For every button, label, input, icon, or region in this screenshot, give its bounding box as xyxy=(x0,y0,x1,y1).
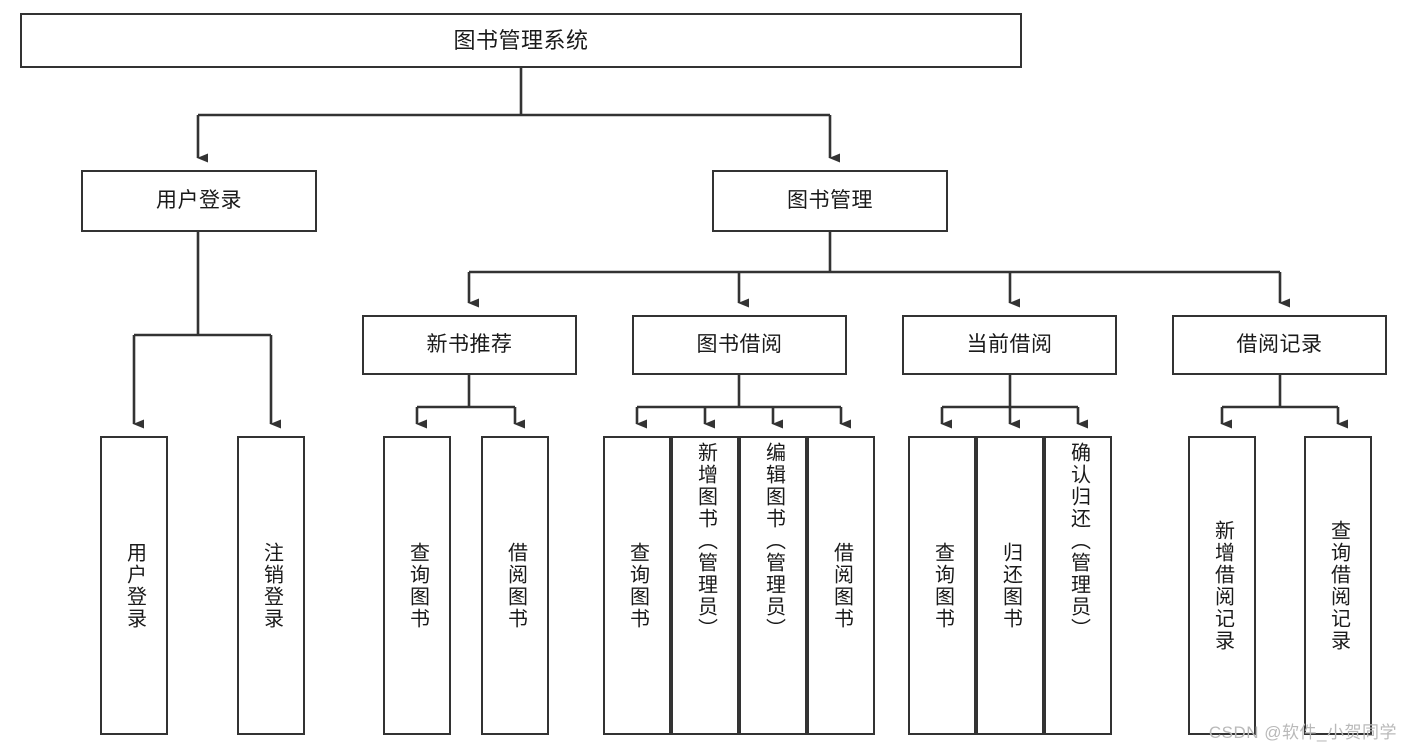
node-leaf-book-borrow-edit[interactable]: 编辑图书（管理员） xyxy=(739,436,807,735)
node-label: 查询图书 xyxy=(406,541,429,630)
node-leaf-book-borrow-add[interactable]: 新增图书（管理员） xyxy=(671,436,739,735)
node-label: 当前借阅 xyxy=(966,332,1053,356)
node-leaf-new-book-borrow[interactable]: 借阅图书 xyxy=(481,436,549,735)
node-leaf-user-login-login[interactable]: 用户登录 xyxy=(100,436,168,735)
node-new-book-recommend[interactable]: 新书推荐 xyxy=(362,315,577,375)
node-label: 借阅图书 xyxy=(504,541,527,630)
node-label: 编辑图书（管理员） xyxy=(762,442,785,640)
node-leaf-new-book-query[interactable]: 查询图书 xyxy=(383,436,451,735)
node-label: 新增图书（管理员） xyxy=(694,442,717,640)
node-leaf-current-borrow-confirm-return[interactable]: 确认归还（管理员） xyxy=(1044,436,1112,735)
node-current-borrow[interactable]: 当前借阅 xyxy=(902,315,1117,375)
node-book-management[interactable]: 图书管理 xyxy=(712,170,948,232)
node-leaf-current-borrow-query[interactable]: 查询图书 xyxy=(908,436,976,735)
node-book-borrow[interactable]: 图书借阅 xyxy=(632,315,847,375)
node-root-book-management-system[interactable]: 图书管理系统 xyxy=(20,13,1022,68)
node-leaf-book-borrow-query[interactable]: 查询图书 xyxy=(603,436,671,735)
node-label: 归还图书 xyxy=(999,541,1022,630)
node-leaf-current-borrow-return[interactable]: 归还图书 xyxy=(976,436,1044,735)
node-user-login[interactable]: 用户登录 xyxy=(81,170,317,232)
node-label: 注销登录 xyxy=(260,541,283,630)
node-leaf-book-borrow-borrow[interactable]: 借阅图书 xyxy=(807,436,875,735)
node-label: 图书借阅 xyxy=(696,332,783,356)
node-label: 确认归还（管理员） xyxy=(1067,442,1090,640)
node-label: 图书管理 xyxy=(787,188,873,212)
node-leaf-borrow-record-add[interactable]: 新增借阅记录 xyxy=(1188,436,1256,735)
node-leaf-borrow-record-query[interactable]: 查询借阅记录 xyxy=(1304,436,1372,735)
node-label: 用户登录 xyxy=(156,188,242,212)
watermark: CSDN @软件_小贺同学 xyxy=(1208,723,1397,742)
node-leaf-user-login-logout[interactable]: 注销登录 xyxy=(237,436,305,735)
node-label: 查询图书 xyxy=(626,541,649,630)
node-label: 新增借阅记录 xyxy=(1211,519,1234,652)
node-label: 查询借阅记录 xyxy=(1327,519,1350,652)
node-borrow-record[interactable]: 借阅记录 xyxy=(1172,315,1387,375)
node-label: 图书管理系统 xyxy=(453,27,589,53)
node-label: 查询图书 xyxy=(931,541,954,630)
node-label: 新书推荐 xyxy=(426,332,513,356)
node-label: 借阅记录 xyxy=(1236,332,1323,356)
node-label: 借阅图书 xyxy=(830,541,853,630)
node-label: 用户登录 xyxy=(123,541,146,630)
